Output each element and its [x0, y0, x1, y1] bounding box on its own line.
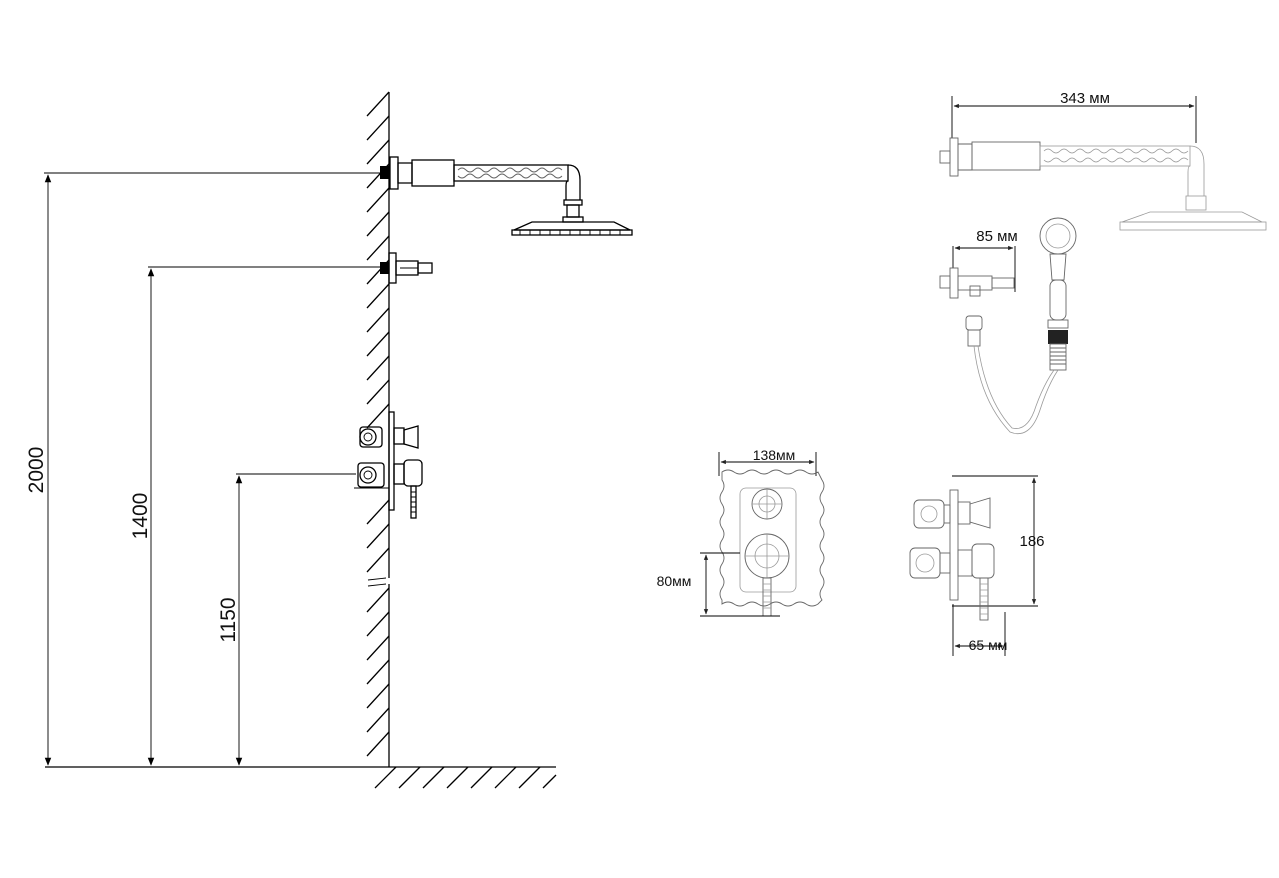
- hand-shower-detail: [939, 217, 1077, 435]
- wall-plate-front: [700, 452, 825, 617]
- dim-label-plate-height: 80мм: [657, 573, 692, 589]
- height-label-hand-outlet: 1400: [129, 493, 152, 540]
- mixer-side: [354, 411, 423, 519]
- shower-arm-detail: [939, 96, 1267, 231]
- dim-label-arm-length: 343 мм: [1060, 90, 1110, 107]
- component-details: 343 мм 85 мм: [657, 90, 1267, 656]
- dim-label-mixer-depth: 65 мм: [969, 637, 1008, 653]
- height-dimension-lines: [44, 172, 382, 766]
- wall-outlet-side: [380, 252, 433, 284]
- overhead-shower-side: [380, 156, 633, 236]
- dim-label-plate-width: 138мм: [753, 447, 796, 463]
- dim-label-outlet-length: 85 мм: [976, 228, 1017, 245]
- height-label-overhead: 2000: [25, 447, 48, 494]
- mixer-side-detail: [909, 475, 1038, 656]
- dim-label-mixer-height: 186: [1019, 533, 1044, 550]
- installation-elevation: 2000 1400 1150: [25, 91, 633, 789]
- floor: [45, 766, 557, 789]
- height-label-mixer: 1150: [217, 597, 240, 642]
